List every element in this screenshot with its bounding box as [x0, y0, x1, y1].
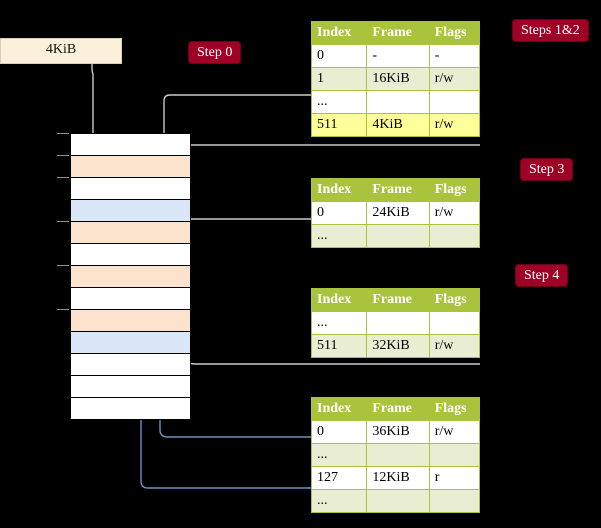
- cell-flags: -: [428, 44, 481, 68]
- memory-frame-row: [70, 155, 191, 178]
- page-table-steps-1-2: Index Frame Flags 0 - - 1 16KiB r/w ...: [310, 21, 481, 137]
- cell-flags: [428, 489, 481, 513]
- memory-frame-row: [70, 265, 191, 288]
- memory-row-tick: [57, 177, 69, 178]
- table-row: 1 16KiB r/w: [310, 67, 481, 91]
- table-header-row: Index Frame Flags: [310, 288, 481, 312]
- cell-frame: 24KiB: [366, 201, 430, 225]
- cell-flags: r/w: [428, 420, 481, 444]
- column-header-flags: Flags: [428, 288, 481, 312]
- column-header-flags: Flags: [428, 178, 481, 202]
- memory-row-tick: [57, 133, 69, 134]
- memory-frame-row: [70, 243, 191, 266]
- page-table-step-3: Index Frame Flags 0 24KiB r/w ...: [310, 178, 481, 248]
- table-row: 511 32KiB r/w: [310, 334, 481, 358]
- memory-row-tick: [57, 309, 69, 310]
- memory-frame-row: [70, 177, 191, 200]
- table-row: ...: [310, 90, 481, 114]
- cell-frame: 32KiB: [366, 334, 430, 358]
- table-row: 0 - -: [310, 44, 481, 68]
- cell-index: 127: [310, 466, 368, 490]
- memory-frame-row: [70, 133, 191, 156]
- cell-frame: 12KiB: [366, 466, 430, 490]
- page-table-step-4: Index Frame Flags ... 511 32KiB r/w: [310, 288, 481, 358]
- column-header-flags: Flags: [428, 397, 481, 421]
- page-frame-label: 4KiB: [45, 42, 77, 57]
- table-row: ...: [310, 311, 481, 335]
- column-header-index: Index: [310, 178, 368, 202]
- cell-frame: 16KiB: [366, 67, 430, 91]
- memory-row-tick: [57, 155, 69, 156]
- cell-index: ...: [310, 311, 368, 335]
- table-header-row: Index Frame Flags: [310, 21, 481, 45]
- memory-frame-row: [70, 199, 191, 222]
- cell-flags: r: [428, 466, 481, 490]
- cell-frame: [366, 489, 430, 513]
- memory-frame-row: [70, 353, 191, 376]
- badge-steps-1-2: Steps 1&2: [512, 19, 589, 42]
- memory-frame-row: [70, 375, 191, 398]
- cell-flags: [428, 90, 481, 114]
- cell-index: ...: [310, 90, 368, 114]
- cell-flags: r/w: [428, 113, 481, 137]
- cell-index: 0: [310, 201, 368, 225]
- cell-frame: [366, 90, 430, 114]
- page-table-bottom: Index Frame Flags 0 36KiB r/w ... 127 12…: [310, 397, 481, 513]
- badge-step-3: Step 3: [520, 158, 574, 181]
- memory-row-tick: [57, 265, 69, 266]
- memory-frame-row: [70, 397, 191, 420]
- column-header-index: Index: [310, 288, 368, 312]
- cell-frame: 36KiB: [366, 420, 430, 444]
- cell-index: 1: [310, 67, 368, 91]
- cell-frame: -: [366, 44, 430, 68]
- physical-memory-column: [57, 133, 191, 420]
- cell-index: 511: [310, 113, 368, 137]
- table-row-highlighted: 511 4KiB r/w: [310, 113, 481, 137]
- cell-frame: [366, 311, 430, 335]
- table-row: ...: [310, 224, 481, 248]
- page-frame-box: 4KiB: [0, 38, 122, 64]
- cell-index: 0: [310, 44, 368, 68]
- cell-index: 511: [310, 334, 368, 358]
- cell-index: ...: [310, 489, 368, 513]
- cell-index: 0: [310, 420, 368, 444]
- cell-index: ...: [310, 224, 368, 248]
- column-header-index: Index: [310, 21, 368, 45]
- cell-flags: r/w: [428, 334, 481, 358]
- cell-flags: [428, 311, 481, 335]
- badge-step-0: Step 0: [188, 41, 242, 64]
- cell-frame: [366, 224, 430, 248]
- column-header-frame: Frame: [366, 397, 430, 421]
- memory-row-tick: [57, 221, 69, 222]
- cell-index: ...: [310, 443, 368, 467]
- column-header-frame: Frame: [366, 178, 430, 202]
- column-header-index: Index: [310, 397, 368, 421]
- cell-frame: [366, 443, 430, 467]
- column-header-frame: Frame: [366, 21, 430, 45]
- cell-frame: 4KiB: [366, 113, 430, 137]
- cell-flags: [428, 443, 481, 467]
- memory-frame-row: [70, 221, 191, 244]
- table-row: 127 12KiB r: [310, 466, 481, 490]
- table-row: ...: [310, 489, 481, 513]
- table-row: ...: [310, 443, 481, 467]
- cell-flags: r/w: [428, 201, 481, 225]
- column-header-flags: Flags: [428, 21, 481, 45]
- table-row: 0 24KiB r/w: [310, 201, 481, 225]
- cell-flags: r/w: [428, 67, 481, 91]
- table-header-row: Index Frame Flags: [310, 397, 481, 421]
- memory-frame-row: [70, 331, 191, 354]
- column-header-frame: Frame: [366, 288, 430, 312]
- cell-flags: [428, 224, 481, 248]
- table-row: 0 36KiB r/w: [310, 420, 481, 444]
- badge-step-4: Step 4: [515, 264, 569, 287]
- memory-frame-row: [70, 287, 191, 310]
- table-header-row: Index Frame Flags: [310, 178, 481, 202]
- memory-frame-row: [70, 309, 191, 332]
